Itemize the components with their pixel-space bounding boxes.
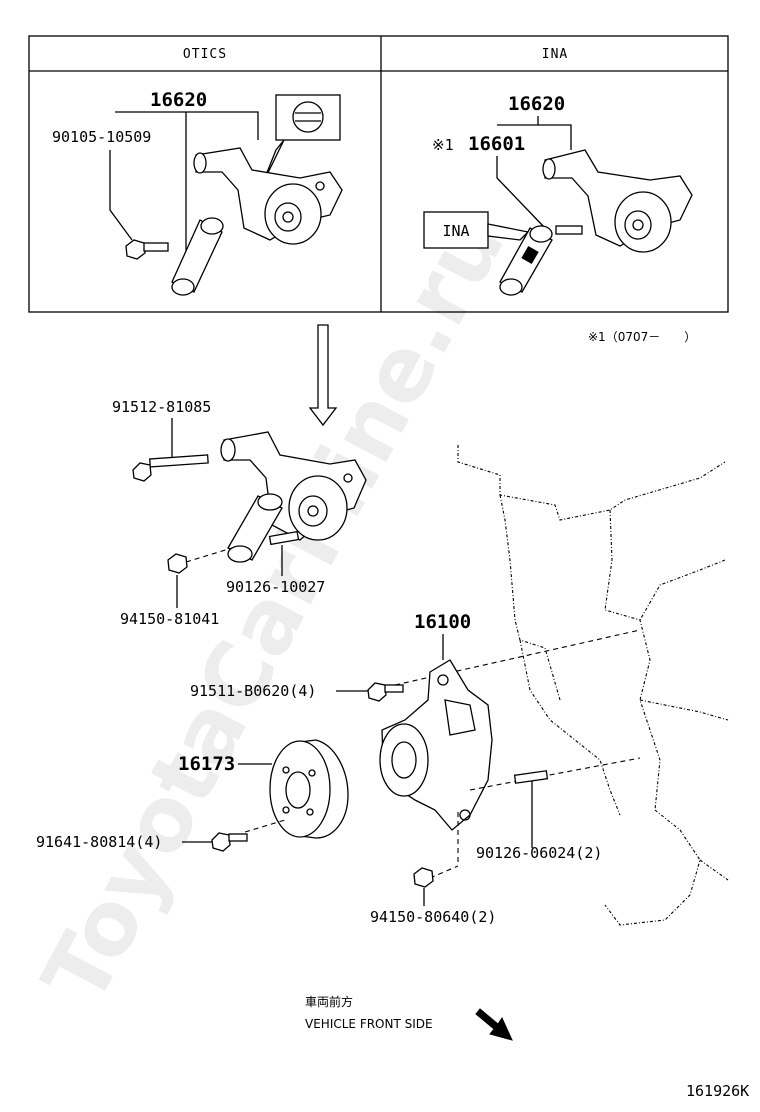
ina-header: INA bbox=[542, 47, 568, 62]
ina-idler-pulley bbox=[614, 191, 672, 253]
pulley-face bbox=[269, 740, 331, 838]
stud-label: 90126-10027 bbox=[226, 578, 325, 596]
ina-assy-label: 16620 bbox=[508, 93, 565, 115]
engine-block-outline bbox=[457, 445, 729, 926]
pulley-label: 16173 bbox=[178, 753, 235, 775]
ina-tensioner-mark: ※1 bbox=[432, 136, 454, 154]
nut-label: 94150-81041 bbox=[120, 610, 219, 628]
water-pump-flange bbox=[379, 723, 429, 797]
pump-stud-label: 90126-06024(2) bbox=[476, 844, 602, 862]
pump-bolt-label: 91511-B0620(4) bbox=[190, 682, 316, 700]
water-pump-pulley: 16173 91641-80814(4) bbox=[36, 739, 349, 852]
pump-stud bbox=[513, 770, 549, 784]
ina-tag-box bbox=[423, 211, 489, 249]
transition-arrow bbox=[308, 324, 338, 427]
ina-tensioner-label: 16601 bbox=[468, 133, 525, 155]
long-bolt bbox=[132, 454, 209, 482]
otics-tensioner-drawing: 16620 90105-10509 bbox=[52, 89, 343, 296]
vehicle-direction: 車両前方 VEHICLE FRONT SIDE bbox=[305, 994, 513, 1041]
table-border bbox=[28, 35, 729, 313]
idler-pulley bbox=[288, 475, 348, 541]
pump-bolt bbox=[367, 682, 404, 702]
figure-id: 161926K bbox=[686, 1082, 749, 1100]
otics-assy-label: 16620 bbox=[150, 89, 207, 111]
footnote: ※1（0707－ ） bbox=[588, 330, 696, 344]
pulley-bolt bbox=[211, 832, 248, 852]
tensioner-assembly: 91512-81085 90126-10027 94150-81041 bbox=[112, 398, 367, 628]
long-bolt-label: 91512-81085 bbox=[112, 398, 211, 416]
otics-bolt bbox=[125, 239, 169, 260]
variant-table: OTICS INA bbox=[28, 35, 729, 313]
otics-detail-inset bbox=[275, 94, 341, 141]
ina-tensioner-drawing: 16620 ※1 16601 INA bbox=[423, 93, 693, 296]
pump-nut-label: 94150-80640(2) bbox=[370, 908, 496, 926]
direction-en: VEHICLE FRONT SIDE bbox=[305, 1017, 433, 1031]
water-pump-assembly: 16100 91511-B0620(4) 90126-06024(2) 9415… bbox=[190, 611, 641, 926]
tensioner-nut bbox=[167, 553, 188, 574]
otics-bolt-label: 90105-10509 bbox=[52, 128, 151, 146]
front-arrow-icon bbox=[475, 1008, 513, 1041]
pulley-bolt-label: 91641-80814(4) bbox=[36, 833, 162, 851]
water-pump-label: 16100 bbox=[414, 611, 471, 633]
watermark-text: ToyotaCarMine.ru bbox=[23, 199, 525, 1020]
otics-idler-pulley bbox=[264, 183, 322, 245]
pump-nut bbox=[413, 867, 434, 888]
tensioner-stud bbox=[268, 530, 300, 546]
direction-jp: 車両前方 bbox=[305, 994, 353, 1009]
otics-header: OTICS bbox=[183, 47, 227, 62]
ina-tag-text: INA bbox=[442, 222, 469, 240]
